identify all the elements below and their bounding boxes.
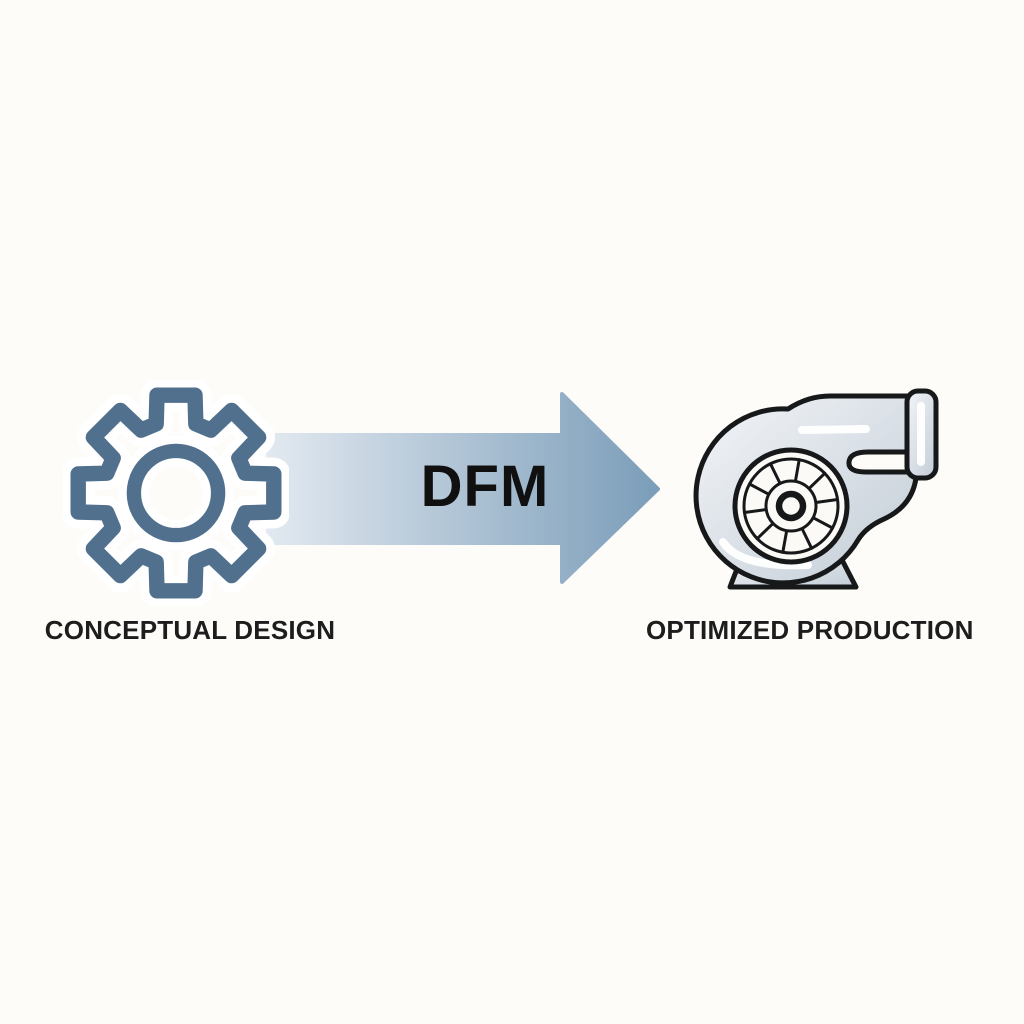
gear-hole <box>126 443 226 543</box>
fan-rim-inner <box>742 457 840 555</box>
arrow-shape <box>266 392 660 584</box>
duct-highlight <box>798 425 870 434</box>
gear-outline <box>70 387 282 599</box>
fan-spokes <box>743 458 839 554</box>
gear-icon <box>63 380 289 606</box>
dfm-arrow-label: DFM <box>420 454 550 519</box>
stage-label-optimized-production: OPTIMIZED PRODUCTION <box>646 615 974 645</box>
stage-label-conceptual-design: CONCEPTUAL DESIGN <box>44 615 336 645</box>
fan-center-nut <box>775 490 807 522</box>
turbocharger-icon <box>693 388 939 590</box>
housing-highlight <box>719 538 812 570</box>
dfm-arrow <box>266 392 660 584</box>
